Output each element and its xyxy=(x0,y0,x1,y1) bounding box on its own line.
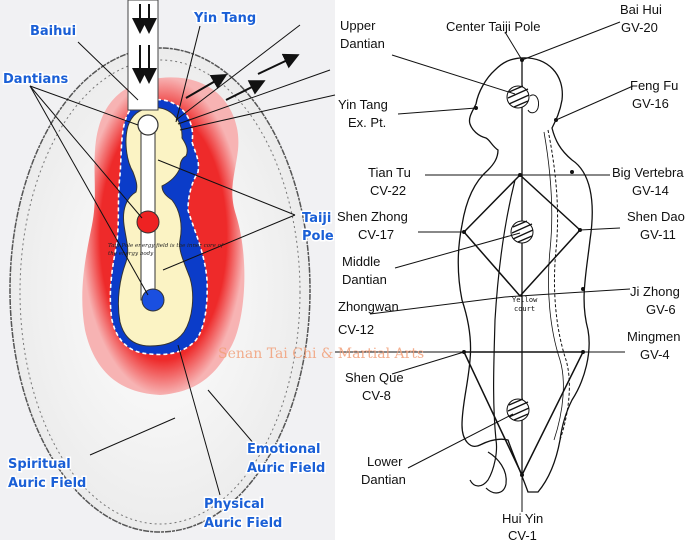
taiji-pole-note-line-1: Taiji Pole energy field is the inner cor… xyxy=(108,243,224,249)
label-zhongwan-line-2: CV-12 xyxy=(338,322,374,337)
label-physical-line-2: Auric Field xyxy=(204,516,282,531)
ear-outline xyxy=(527,94,539,114)
upper-dantian-left xyxy=(137,114,159,136)
lower-dantian-left xyxy=(141,288,165,312)
label-big-vertebra-line-2: GV-14 xyxy=(632,183,669,198)
label-shen-dao-line-1: Shen Dao xyxy=(627,209,685,224)
lower-dantian-right xyxy=(506,398,530,422)
label-tian-tu-line-1: Tian Tu xyxy=(368,165,411,180)
label-spiritual-line-2: Auric Field xyxy=(8,476,86,491)
yintang-arrow-1 xyxy=(225,80,266,101)
watermark: Senan Tai Chi & Martial Arts xyxy=(218,346,424,362)
upper-dantian-right xyxy=(506,85,530,109)
label-mingmen-line-1: Mingmen xyxy=(627,329,680,344)
hand-outline xyxy=(485,451,507,494)
yintang-beam-3 xyxy=(179,94,336,131)
label-big-vertebra-line-1: Big Vertebra xyxy=(612,165,684,180)
right-panel: Yellow court xyxy=(335,2,685,540)
label-taiji-pole-line-1: Taiji xyxy=(302,211,331,226)
label-yin-tang-left: Yin Tang xyxy=(193,11,256,26)
yintang-beam-2 xyxy=(177,69,331,125)
middle-dantian-right xyxy=(510,220,534,244)
label-tian-tu-line-2: CV-22 xyxy=(370,183,406,198)
yellow-court-line-2: court xyxy=(514,305,535,313)
label-middle-dantian-line-2: Dantian xyxy=(342,272,387,287)
yintang-arrow-2 xyxy=(257,53,300,75)
label-lower-dantian-line-1: Lower xyxy=(367,454,403,469)
heaven-energy-beam xyxy=(127,0,159,111)
label-upper-dantian-line-2: Dantian xyxy=(340,36,385,51)
label-shen-zhong-line-1: Shen Zhong xyxy=(337,209,408,224)
label-center-taiji-pole: Center Taiji Pole xyxy=(446,19,540,34)
label-feng-fu-line-1: Feng Fu xyxy=(630,78,678,93)
yintang-beam-1 xyxy=(175,24,301,121)
label-physical-line-1: Physical xyxy=(204,497,264,512)
middle-dantian-left xyxy=(136,210,160,234)
label-taiji-pole-line-2: Pole xyxy=(302,229,334,244)
label-shen-que-line-1: Shen Que xyxy=(345,370,404,385)
taiji-pole-note-line-2: the energy body xyxy=(108,251,154,257)
label-zhongwan-line-1: Zhongwan xyxy=(338,299,399,314)
label-bai-hui-line-2: GV-20 xyxy=(621,20,658,35)
label-shen-zhong-line-2: CV-17 xyxy=(358,227,394,242)
label-dantians: Dantians xyxy=(3,72,69,87)
label-bai-hui-line-1: Bai Hui xyxy=(620,2,662,17)
label-yin-tang-right-line-2: Ex. Pt. xyxy=(348,115,386,130)
right-leader-lines xyxy=(335,21,634,512)
label-emotional-line-1: Emotional xyxy=(247,442,320,457)
label-hui-yin-line-2: CV-1 xyxy=(508,528,537,540)
spine-line xyxy=(547,129,570,441)
label-feng-fu-line-2: GV-16 xyxy=(632,96,669,111)
label-spiritual-line-1: Spiritual xyxy=(8,457,71,472)
label-yin-tang-right-line-1: Yin Tang xyxy=(338,97,388,112)
label-upper-dantian-line-1: Upper xyxy=(340,18,376,33)
arm-outline xyxy=(469,179,516,487)
yintang-arrow-3 xyxy=(185,73,228,99)
label-mingmen-line-2: GV-4 xyxy=(640,347,670,362)
left-leader-lines xyxy=(29,25,296,496)
label-ji-zhong-line-2: GV-6 xyxy=(646,302,676,317)
spiritual-field-inner-ring xyxy=(19,59,301,525)
label-baihui: Baihui xyxy=(30,24,76,39)
left-panel: Taiji Pole energy field is the inner cor… xyxy=(0,0,335,540)
label-ji-zhong-line-1: Ji Zhong xyxy=(630,284,680,299)
label-lower-dantian-line-2: Dantian xyxy=(361,472,406,487)
body-profile-outline xyxy=(457,57,593,493)
label-shen-dao-line-2: GV-11 xyxy=(640,227,676,242)
yellow-court-line-1: Yellow xyxy=(512,296,538,304)
label-hui-yin-line-1: Hui Yin xyxy=(502,511,543,526)
label-middle-dantian-line-1: Middle xyxy=(342,254,380,269)
label-shen-que-line-2: CV-8 xyxy=(362,388,391,403)
label-emotional-line-2: Auric Field xyxy=(247,461,325,476)
